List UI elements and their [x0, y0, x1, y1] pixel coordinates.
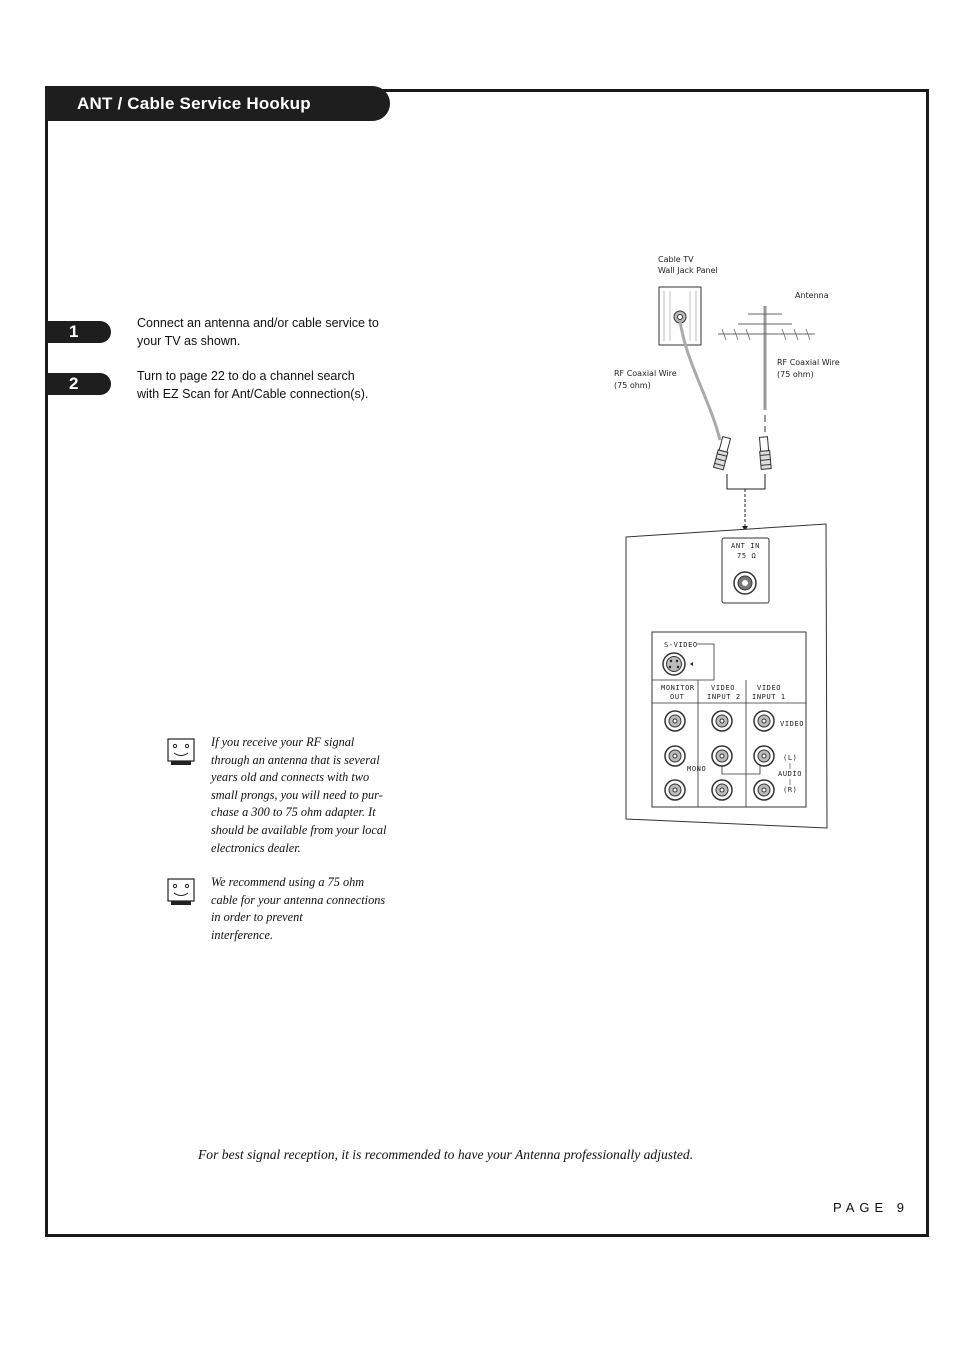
wall-jack-panel-icon [658, 286, 702, 346]
video-input-2-label-2: INPUT 2 [707, 693, 741, 701]
monitor-out-label-1: MONITOR [661, 684, 695, 692]
note-2-line: in order to prevent [211, 910, 303, 925]
ant-in-label: ANT IN [731, 542, 760, 550]
antenna-label: Antenna [795, 291, 829, 300]
title-tab [45, 86, 390, 121]
rca-jack-icon [753, 779, 775, 801]
rca-jack-icon [753, 710, 775, 732]
step-1-text: Connect an antenna and/or cable service … [137, 314, 417, 350]
video-label: VIDEO [780, 720, 804, 728]
audio-l-label: (L) [783, 754, 797, 762]
rca-jack-icon [664, 779, 686, 801]
reception-tip: For best signal reception, it is recomme… [198, 1147, 694, 1162]
audio-r-label: (R) [783, 786, 797, 794]
monitor-out-label-2: OUT [670, 693, 685, 701]
note-1-line: electronics dealer. [211, 840, 301, 855]
rf-wire-right-label-1: RF Coaxial Wire [777, 358, 840, 367]
coax-connector-right-icon [758, 436, 772, 470]
wall-jack-label-2: Wall Jack Panel [658, 266, 718, 275]
rca-jacks [664, 710, 775, 801]
step-1-badge [47, 321, 111, 343]
tv-back-panel: ANT IN 75 Ω S-VIDEO MONITOR OUT VIDEO IN… [625, 523, 828, 829]
note-face-icon [167, 738, 195, 765]
ohm-label: 75 Ω [737, 552, 756, 560]
note-1-line: through an antenna that is several [211, 752, 380, 767]
antenna-icon [718, 306, 815, 432]
note-2-text: We recommend using a 75 ohm cable for yo… [211, 874, 426, 944]
rca-jack-icon [711, 779, 733, 801]
mono-label: MONO [687, 765, 706, 773]
video-input-1-label-1: VIDEO [757, 684, 781, 692]
rca-jack-icon [664, 710, 686, 732]
coax-connector-left-icon [712, 435, 732, 471]
step-1-number: 1 [69, 322, 79, 341]
note-2-line: We recommend using a 75 ohm [211, 875, 365, 889]
rf-wire-left-label-1: RF Coaxial Wire [614, 369, 677, 378]
note-1-line: If you receive your RF signal [211, 735, 355, 749]
coax-cable [678, 319, 722, 441]
step-2-badge [47, 373, 111, 395]
rca-jack-icon [711, 745, 733, 767]
svideo-jack-icon [662, 652, 693, 676]
hookup-diagram: Cable TV Wall Jack Panel Antenna RF Coax… [614, 255, 840, 829]
rca-jack-icon [664, 745, 686, 767]
page-frame [45, 89, 929, 1237]
step-1-line-1: Connect an antenna and/or cable service … [137, 316, 379, 330]
step-2-line-1: Turn to page 22 to do a channel search [137, 369, 355, 383]
note-1-line: small prongs, you will need to pur- [211, 787, 383, 802]
page-number: PAGE 9 [833, 1200, 910, 1215]
video-input-1-label-2: INPUT 1 [752, 693, 786, 701]
page-title: ANT / Cable Service Hookup [77, 94, 311, 113]
step-2-text: Turn to page 22 to do a channel search w… [137, 367, 417, 403]
svideo-label: S-VIDEO [664, 641, 698, 649]
rf-wire-left-label-2: (75 ohm) [614, 381, 651, 390]
video-input-2-label-1: VIDEO [711, 684, 735, 692]
note-face-icon [167, 878, 195, 905]
note-1-line: should be available from your local [211, 822, 387, 837]
note-1-line: chase a 300 to 75 ohm adapter. It [211, 805, 376, 820]
rca-jack-icon [711, 710, 733, 732]
note-2-line: cable for your antenna connections [211, 892, 386, 907]
step-1-line-2: your TV as shown. [137, 334, 241, 348]
step-2-line-2: with EZ Scan for Ant/Cable connection(s)… [137, 387, 369, 401]
step-2-number: 2 [69, 374, 79, 393]
rf-wire-right-label-2: (75 ohm) [777, 370, 814, 379]
rca-jack-icon [753, 745, 775, 767]
audio-label: AUDIO [778, 770, 802, 778]
ant-in-jack-icon [733, 571, 757, 595]
note-2-line: interference. [211, 927, 274, 942]
note-1-text: If you receive your RF signal through an… [211, 734, 426, 857]
wall-jack-label-1: Cable TV [658, 255, 694, 264]
note-1-line: years old and connects with two [211, 770, 370, 785]
